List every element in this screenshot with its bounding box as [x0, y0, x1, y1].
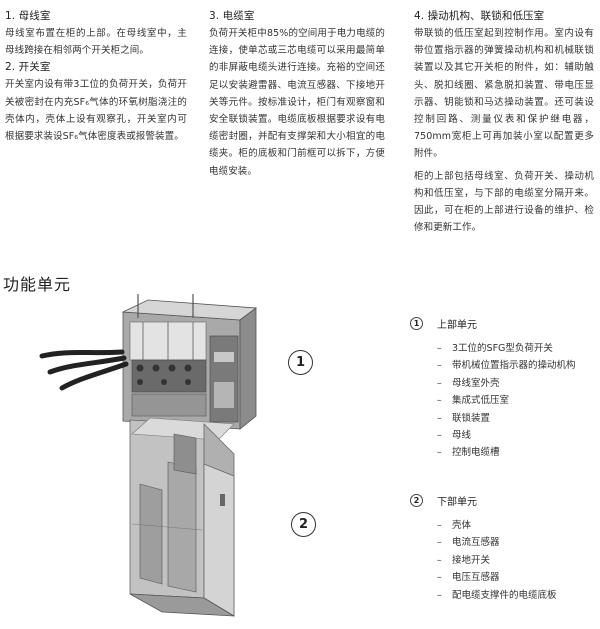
heading-mechanism: 4. 操动机构、联锁和低压室	[414, 10, 545, 22]
text-busbar-room: 母线室布置在柜的上部。在母线室中，主母线跨接在相邻两个开关柜之间。	[5, 28, 187, 57]
callout-1: 1	[288, 350, 313, 375]
upper-unit-number: 1	[410, 317, 423, 330]
text-upper-part: 柜的上部包括母线室、负荷开关、操动机构和低压室，与下部的电缆室分隔开来。因此，可…	[414, 170, 594, 234]
cabinet-exploded-illustration	[39, 294, 258, 617]
lower-unit-number: 2	[410, 494, 423, 507]
upper-unit-title: 上部单元	[437, 320, 477, 331]
list-item: 母线室外壳	[410, 375, 576, 393]
text-mechanism: 带联锁的低压室起到控制作用。室内设有带位置指示器的弹簧操动机构和机械联锁装置以及…	[414, 28, 594, 160]
column-mechanism: 4. 操动机构、联锁和低压室 带联锁的低压室起到控制作用。室内设有带位置指示器的…	[414, 8, 594, 236]
list-item: 接地开关	[410, 552, 557, 570]
list-item: 控制电缆槽	[410, 444, 576, 462]
list-item: 集成式低压室	[410, 392, 576, 410]
lower-unit-list: 2 下部单元 壳体 电流互感器 接地开关 电压互感器 配电缆支撑件的电缆底板	[410, 493, 557, 604]
heading-busbar-room: 1. 母线室	[5, 10, 51, 22]
list-item: 母线	[410, 427, 576, 445]
upper-unit-list: 1 上部单元 3工位的SFG型负荷开关 带机械位置指示器的操动机构 母线室外壳 …	[410, 316, 576, 462]
list-item: 壳体	[410, 517, 557, 535]
list-item: 电压互感器	[410, 569, 557, 587]
callout-2: 2	[291, 512, 316, 537]
heading-cable-room: 3. 电缆室	[209, 10, 255, 22]
heading-switch-room: 2. 开关室	[5, 61, 51, 74]
list-item: 联锁装置	[410, 410, 576, 428]
text-cable-room: 负荷开关柜中85%的空间用于电力电缆的连接，使单芯或三芯电缆可以采用最简单的非屏…	[209, 28, 385, 177]
list-item: 带机械位置指示器的操动机构	[410, 357, 576, 375]
list-item: 配电缆支撑件的电缆底板	[410, 587, 557, 605]
column-busbar-switch: 1. 母线室 母线室布置在柜的上部。在母线室中，主母线跨接在相邻两个开关柜之间。…	[5, 8, 187, 145]
lower-unit-title: 下部单元	[437, 497, 477, 508]
section-title: 功能单元	[3, 275, 72, 294]
list-item: 3工位的SFG型负荷开关	[410, 340, 576, 358]
column-cable-room: 3. 电缆室 负荷开关柜中85%的空间用于电力电缆的连接，使单芯或三芯电缆可以采…	[209, 8, 385, 180]
list-item: 电流互感器	[410, 534, 557, 552]
text-switch-room: 开关室内设有带3工位的负荷开关，负荷开关被密封在内充SF₆气体的环氧树脂浇注的壳…	[5, 79, 187, 143]
